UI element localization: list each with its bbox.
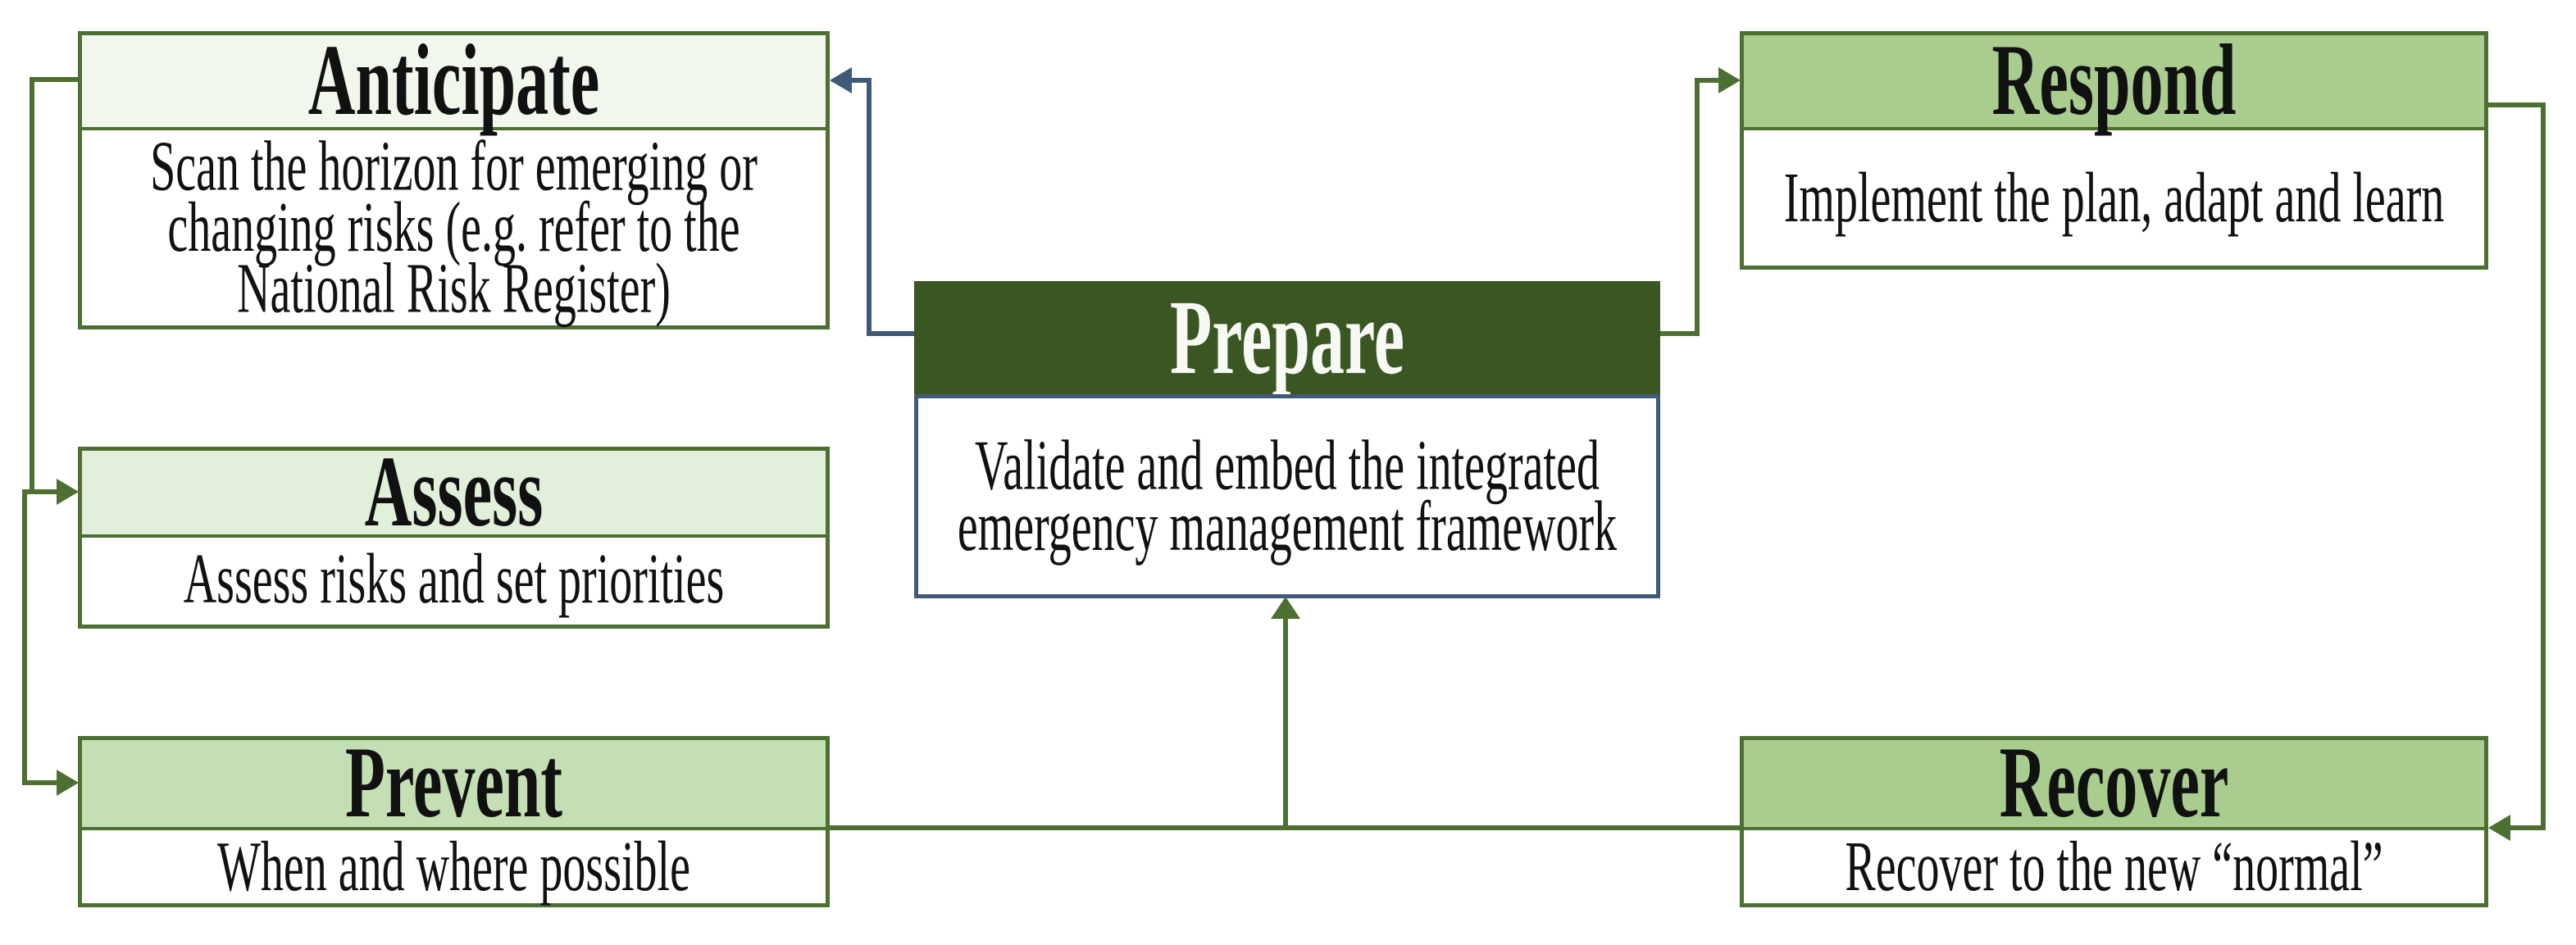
box-respond-description: Implement the plan, adapt and learn [1783,158,2445,238]
connector-respond-to-recover-start-segment [2487,102,2546,107]
connector-prepare-to-respond-start-segment [1660,331,1700,336]
connector-prepare-to-respond-vertical-segment [1695,78,1700,336]
connector-anticipate-to-assess-end-segment [22,489,57,494]
arrowhead-into-respond-icon [1718,67,1741,93]
box-recover-title: Recover [1999,727,2229,839]
connector-anticipate-to-assess-vertical-segment [30,77,34,494]
connector-prepare-to-anticipate-vertical-segment [867,78,872,336]
box-assess-header: Assess [82,436,826,547]
arrowhead-into-prepare-icon [1271,597,1300,619]
connector-baseline-to-prepare-vertical-segment [1283,613,1288,830]
box-respond-title: Respond [1991,25,2237,137]
box-prevent: Prevent When and where possible [78,727,830,907]
box-recover-header: Recover [1744,727,2484,838]
connector-assess-to-prevent-vertical-segment [22,489,27,785]
connector-respond-to-recover-vertical-segment [2541,102,2546,830]
connector-assess-to-prevent-end-segment [22,780,57,785]
connector-anticipate-to-assess-start-segment [30,77,78,82]
box-anticipate-title: Anticipate [307,25,600,137]
arrowhead-into-recover-icon [2488,815,2510,841]
connector-prepare-to-anticipate-end-segment [849,78,872,83]
box-prepare-description: Validate and embed the integrated emerge… [957,426,1618,566]
box-assess-title: Assess [364,436,544,548]
connector-prepare-to-respond-end-segment [1695,78,1721,83]
box-prevent-title: Prevent [344,727,563,839]
box-prevent-description: When and where possible [217,827,690,906]
box-anticipate-header: Anticipate [82,25,826,136]
arrowhead-into-assess-icon [57,479,79,505]
box-recover-description: Recover to the new “normal” [1845,827,2383,906]
box-assess-body: Assess risks and set priorities [82,538,826,621]
box-assess: Assess Assess risks and set priorities [78,436,830,629]
box-prepare-body: Validate and embed the integrated emerge… [914,394,1660,598]
box-recover: Recover Recover to the new “normal” [1740,727,2488,907]
box-recover-body: Recover to the new “normal” [1744,830,2484,903]
connector-prepare-to-anticipate-start-segment [867,331,914,336]
box-respond-body: Implement the plan, adapt and learn [1744,130,2484,266]
box-prepare-header: Prepare [914,279,1660,397]
connector-respond-to-recover-end-segment [2508,825,2546,830]
box-anticipate: Anticipate Scan the horizon for emerging… [78,25,830,329]
box-prevent-body: When and where possible [82,830,826,903]
box-anticipate-description: Scan the horizon for emerging or changin… [150,127,758,329]
box-prevent-header: Prevent [82,727,826,838]
box-prepare-title: Prepare [1169,278,1405,398]
box-anticipate-body: Scan the horizon for emerging or changin… [82,130,826,325]
box-respond: Respond Implement the plan, adapt and le… [1740,25,2488,270]
arrowhead-into-prevent-icon [57,770,79,796]
box-respond-header: Respond [1744,25,2484,136]
arrowhead-into-anticipate-icon [830,67,852,93]
box-assess-description: Assess risks and set priorities [183,539,725,620]
